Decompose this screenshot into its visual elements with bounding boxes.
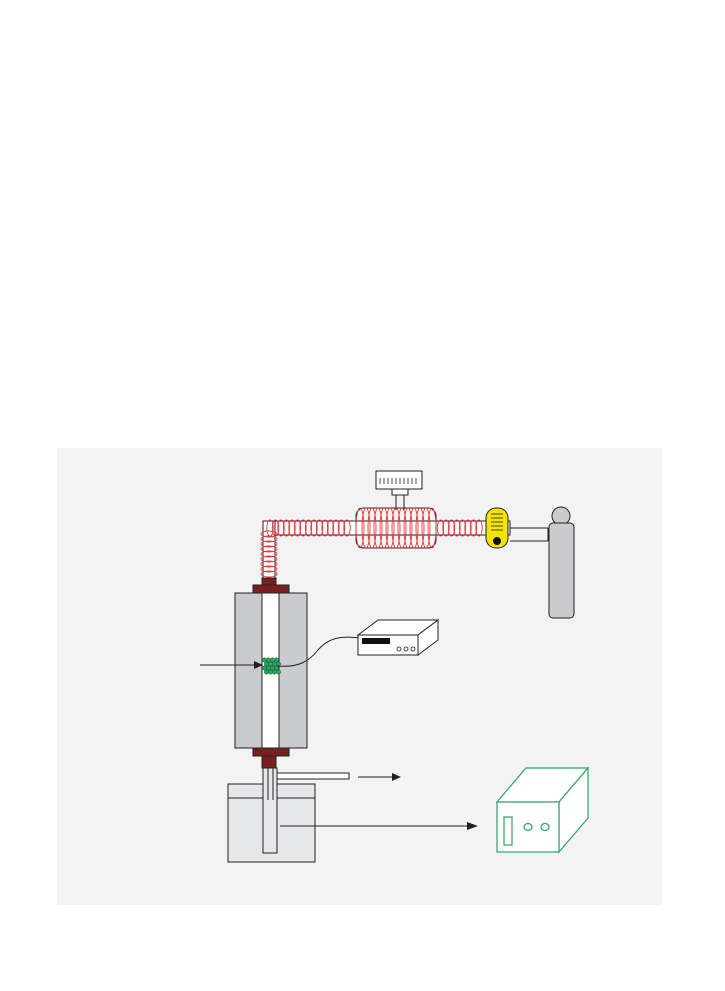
vent-arrow xyxy=(358,773,401,781)
rotameter-icon xyxy=(485,507,509,549)
bottom-flange xyxy=(252,747,290,769)
controller-box-icon xyxy=(356,619,440,656)
heating-coil-vertical-icon xyxy=(260,530,278,578)
gas-cylinder-icon xyxy=(548,506,575,619)
temperature-controller-icon xyxy=(375,470,423,510)
thermocouple-wire xyxy=(276,636,361,667)
catalyst-pellets-icon xyxy=(262,657,281,675)
catalyst-pointer-arrow xyxy=(200,661,263,669)
heating-coil-icon xyxy=(266,519,483,537)
analyzer-box-icon xyxy=(495,766,590,854)
sample-arrow xyxy=(280,822,478,830)
cold-bath-icon xyxy=(227,767,350,863)
